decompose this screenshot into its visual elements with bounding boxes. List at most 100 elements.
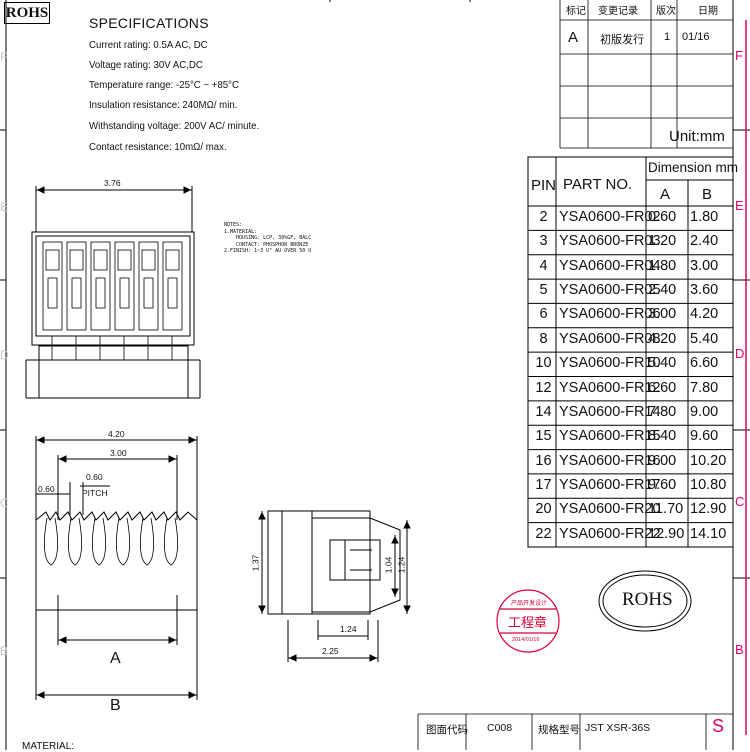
rev-header-record: 变更记录	[598, 6, 638, 17]
cavity-shape	[69, 249, 84, 271]
part-row-part: YSA0600-FR14	[559, 403, 661, 420]
part-row-b: 7.80	[690, 379, 719, 396]
cavity-shape	[47, 277, 58, 309]
part-row-part: YSA0600-FR17	[559, 476, 661, 493]
unit-label: Unit:mm	[669, 128, 725, 145]
specifications-title: SPECIFICATIONS	[89, 15, 209, 31]
part-row-a: 3.00	[648, 306, 677, 323]
material-label: MATERIAL:	[22, 741, 75, 752]
dim-top-width: 3.76	[104, 178, 121, 188]
part-row-part: YSA0600-FR12	[559, 379, 661, 396]
dim-span: 3.00	[110, 448, 127, 458]
part-table-grid	[527, 156, 734, 548]
border-letter-right-d: D	[735, 346, 745, 361]
rev-header-date: 日期	[698, 6, 718, 17]
part-row-pin: 14	[535, 403, 552, 420]
part-row-a: 2.40	[648, 282, 677, 299]
border-letter-left-d: D	[0, 348, 9, 362]
part-row-pin: 3	[539, 233, 548, 250]
part-row-pin: 12	[535, 379, 552, 396]
cavity-shape	[138, 241, 159, 331]
rev-row-mark: A	[568, 29, 579, 46]
cavity-shape	[162, 241, 183, 331]
approval-stamp-date: 2014/01/16	[512, 637, 540, 643]
spec-temperature-range: Temperature range: -25°C ~ +85°C	[89, 79, 240, 91]
connector-side-view	[258, 510, 411, 662]
contact-shape	[91, 517, 107, 566]
contact-shape	[115, 517, 131, 566]
part-header-dimension: Dimension mm	[648, 160, 739, 175]
part-row-a: 1.20	[648, 233, 677, 250]
cavity-shape	[45, 249, 60, 271]
spec-voltage-rating: Voltage rating: 30V AC,DC	[89, 59, 203, 71]
part-row-pin: 6	[539, 306, 548, 323]
dim-label-b: B	[110, 697, 121, 714]
cavity-shape	[90, 241, 111, 331]
part-row-part: YSA0600-FR02	[559, 209, 661, 225]
title-model-label: 规格型号	[538, 724, 580, 736]
part-row-part: YSA0600-FR10	[559, 355, 661, 372]
spec-current-rating: Current rating: 0.5A AC, DC	[89, 39, 208, 51]
part-row-pin: 5	[539, 282, 548, 299]
part-row-a: 9.60	[648, 476, 677, 493]
dim-side-depth: 1.24	[340, 624, 357, 634]
border-letter-right-c: C	[735, 494, 745, 509]
part-row-b: 12.90	[690, 501, 727, 518]
part-row-b: 3.00	[690, 257, 719, 274]
cavity-shape	[95, 277, 106, 309]
cavity-shape	[117, 249, 132, 271]
dim-side-outer-height: 1.24	[396, 556, 407, 574]
drawing-notes: NOTES: 1.MATERIAL: HOUSING: LCP, 30%GF, …	[224, 222, 312, 254]
border-letter-left-c: C	[0, 496, 9, 510]
dim-side-length: 2.25	[322, 646, 339, 656]
contact-shape	[139, 517, 155, 566]
title-model-value: JST XSR-36S	[585, 722, 651, 734]
part-row-pin: 20	[535, 501, 552, 518]
part-row-b: 9.60	[690, 428, 719, 445]
cavity-shape	[165, 249, 180, 271]
cavity-shape	[93, 249, 108, 271]
part-row-b: 9.00	[690, 403, 719, 420]
part-row-pin: 4	[539, 257, 548, 274]
connector-top-view	[25, 186, 201, 399]
connector-front-view	[35, 436, 198, 700]
part-row-b: 1.80	[690, 209, 719, 225]
part-row-part: YSA0600-FR16	[559, 452, 661, 469]
part-row-a: 5.40	[648, 355, 677, 372]
rohs-oval-stamp	[598, 570, 692, 632]
revision-table-grid	[559, 0, 733, 149]
title-drawing-code-value: C008	[487, 722, 513, 734]
part-row-part: YSA0600-FR04	[559, 257, 661, 274]
rev-header-version: 版次	[656, 6, 676, 17]
part-row-b: 6.60	[690, 355, 719, 372]
border-letter-left-f: F	[0, 50, 8, 64]
part-row-a: 12.90	[648, 525, 685, 542]
rev-row-date: 01/16	[682, 31, 710, 43]
cavity-shape	[114, 241, 135, 331]
dim-pitch-value: 0.60	[86, 472, 103, 482]
part-row-b: 5.40	[690, 330, 719, 347]
part-row-a: 11.70	[648, 501, 684, 518]
part-row-pin: 22	[535, 525, 552, 542]
part-row-pin: 10	[535, 355, 552, 372]
part-row-part: YSA0600-FR06	[559, 306, 661, 323]
part-header-b: B	[702, 186, 713, 203]
front-view-contacts	[43, 517, 179, 566]
part-row-a: 8.40	[648, 428, 677, 445]
part-row-pin: 8	[539, 330, 548, 347]
cavity-shape	[42, 241, 63, 331]
border-letter-left-e: E	[0, 200, 9, 214]
dim-label-a: A	[110, 650, 121, 667]
border-letter-right-e: E	[735, 198, 744, 213]
part-row-part: YSA0600-FR03	[559, 233, 661, 250]
dim-side-inner-height: 1.04	[383, 556, 394, 574]
part-header-pin: PIN	[531, 177, 557, 194]
spec-withstanding-voltage: Withstanding voltage: 200V AC/ minute.	[89, 120, 260, 132]
part-row-a: 6.60	[648, 379, 677, 396]
dim-overall-width: 4.20	[108, 429, 125, 439]
contact-shape	[43, 517, 59, 566]
approval-stamp-main: 工程章	[508, 615, 548, 630]
part-row-b: 10.20	[690, 452, 727, 469]
